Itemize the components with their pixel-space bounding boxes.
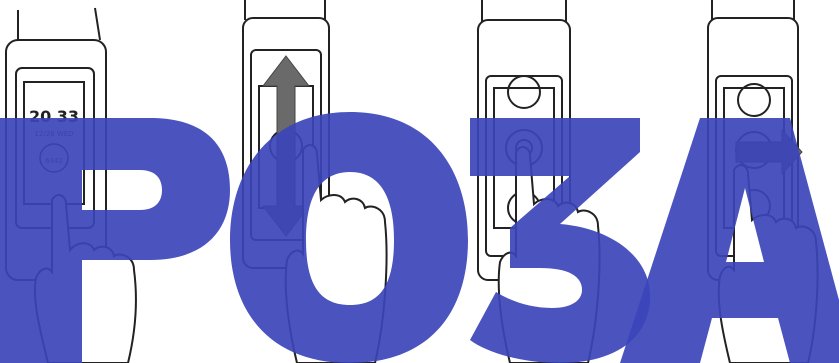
band-screen: [23, 81, 85, 205]
band-strap: [244, 0, 326, 20]
panel-swipe-right: [707, 0, 819, 363]
screen-steps: 6342: [45, 157, 63, 165]
hand-icon: [33, 194, 137, 363]
panel-swipe-vertical: [242, 0, 388, 363]
screen-time: 20 33: [29, 107, 79, 126]
hand-icon: [284, 144, 388, 363]
panel-tap-enter: [477, 0, 601, 363]
band-strap: [17, 7, 101, 41]
band-strap: [481, 0, 567, 22]
panel-wake: 20 33 12/28 WED 6342: [5, 7, 137, 363]
menu-icon-top: [737, 83, 771, 117]
menu-icon-top: [507, 75, 541, 109]
hand-icon: [717, 164, 819, 363]
hand-icon: [497, 146, 601, 363]
band-strap: [711, 0, 795, 20]
screen-date: 12/28 WED: [34, 130, 73, 138]
